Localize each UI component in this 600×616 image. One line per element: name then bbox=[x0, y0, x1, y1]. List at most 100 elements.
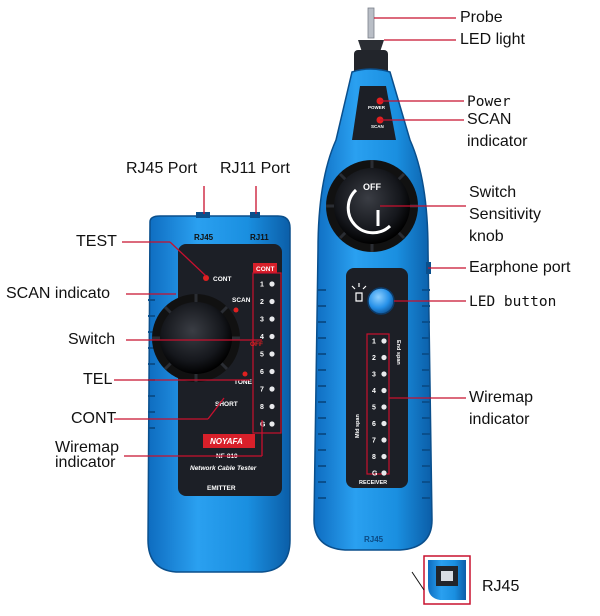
wiremap-led-label: 2 bbox=[372, 355, 376, 362]
wiremap-right-line-1: Wiremap bbox=[469, 389, 534, 406]
switch-knob-line-1: Switch bbox=[469, 184, 517, 201]
wiremap-led-label: 6 bbox=[372, 421, 376, 428]
rj11-port-callout: RJ11 Port bbox=[220, 160, 290, 177]
rj45-port-slot bbox=[196, 212, 210, 218]
wiremap-led bbox=[381, 338, 387, 344]
wiremap-led bbox=[381, 470, 387, 476]
wiremap-led-label: G bbox=[372, 471, 378, 478]
wiremap-led-label: G bbox=[260, 422, 266, 429]
wiremap-led bbox=[269, 368, 275, 375]
wiremap-left-line-1: Wiremap bbox=[55, 439, 120, 456]
wiremap-led-label: 8 bbox=[260, 404, 264, 411]
wiremap-led-label: 2 bbox=[260, 299, 264, 306]
scan-indicator-line-1: SCAN bbox=[467, 111, 512, 128]
switch-knob-callout: Switch Sensitivity knob bbox=[469, 184, 541, 246]
tel-callout: TEL bbox=[83, 371, 113, 388]
tone-status-led bbox=[242, 371, 248, 377]
probe-callout: Probe bbox=[460, 9, 503, 26]
mid-span-label: Mid span bbox=[355, 414, 361, 438]
wiremap-left-callout: Wiremap indicator bbox=[55, 439, 120, 471]
emitter-rj45-label: RJ45 bbox=[194, 233, 214, 242]
receiver-top-panel bbox=[352, 86, 396, 140]
rj11-port-slot bbox=[250, 212, 260, 218]
earphone-port-callout: Earphone port bbox=[469, 259, 571, 276]
receiver-device: POWER SCAN OFF 1 2 bbox=[313, 7, 433, 551]
led-button-callout: LED button bbox=[469, 294, 557, 310]
wiremap-led bbox=[269, 316, 275, 322]
receiver-off-label: OFF bbox=[363, 182, 381, 192]
scan-status-led bbox=[233, 307, 239, 313]
cont-callout: CONT bbox=[71, 410, 117, 427]
flashlight-icon bbox=[351, 283, 367, 302]
power-callout: Power bbox=[467, 94, 511, 110]
cont-status-label: CONT bbox=[213, 276, 231, 283]
wiremap-led-label: 5 bbox=[260, 352, 264, 359]
wiremap-led bbox=[269, 351, 275, 357]
switch-knob-line-3: knob bbox=[469, 228, 504, 245]
wiremap-led bbox=[381, 453, 387, 460]
wiremap-led bbox=[269, 333, 275, 340]
scan-status-label: SCAN bbox=[232, 297, 251, 304]
cont-button-label: CONT bbox=[256, 266, 274, 273]
wiremap-led-label: 3 bbox=[260, 317, 264, 324]
wiremap-left-line-2: indicator bbox=[55, 454, 116, 471]
cont-led bbox=[203, 275, 209, 281]
receiver-rj45-emboss: RJ45 bbox=[364, 535, 384, 544]
emitter-switch-knob[interactable] bbox=[152, 294, 240, 382]
wiremap-led bbox=[381, 354, 387, 361]
wiremap-led-label: 7 bbox=[372, 438, 376, 445]
wiremap-led-label: 7 bbox=[260, 387, 264, 394]
receiver-grip bbox=[318, 289, 430, 499]
receiver-wiremap bbox=[366, 333, 390, 475]
wiremap-led-label: 5 bbox=[372, 405, 376, 412]
end-span-label: End span bbox=[395, 340, 401, 365]
wiremap-led bbox=[269, 281, 275, 287]
leader-lines bbox=[114, 17, 466, 457]
scan-indicator-callout: SCAN indicator bbox=[467, 111, 527, 151]
led-light-callout: LED light bbox=[460, 31, 525, 48]
wiremap-led-label: 4 bbox=[372, 388, 376, 395]
brand-badge bbox=[203, 434, 255, 448]
rj45-port-callout: RJ45 Port bbox=[126, 160, 198, 177]
emitter-wiremap bbox=[252, 272, 282, 434]
receiver-role-label: RECEIVER bbox=[359, 480, 387, 486]
wiremap-led-label: 6 bbox=[260, 369, 264, 376]
wiremap-led-label: 8 bbox=[372, 454, 376, 461]
wiremap-right-line-2: indicator bbox=[469, 411, 530, 428]
wiremap-led bbox=[269, 403, 275, 410]
probe-tip bbox=[367, 7, 375, 39]
wiremap-led-label: 1 bbox=[372, 339, 376, 346]
receiver-wiremap-leds: 1 2 3 4 5 6 7 8G bbox=[372, 338, 387, 478]
wiremap-right-callout: Wiremap indicator bbox=[469, 389, 533, 429]
rj45-inset-callout: RJ45 bbox=[482, 578, 520, 595]
product-label: Network Cable Tester bbox=[190, 465, 257, 472]
tone-status-label: TONE bbox=[234, 379, 253, 386]
wiremap-led bbox=[381, 387, 387, 394]
wiremap-led-label: 3 bbox=[372, 372, 376, 379]
switch-left-callout: Switch bbox=[68, 331, 116, 348]
wiremap-led bbox=[381, 371, 387, 377]
brand-label: NOYAFA bbox=[210, 437, 243, 446]
wiremap-led bbox=[269, 421, 275, 427]
scan-indicator-line-2: indicator bbox=[467, 133, 528, 150]
receiver-power-label: POWER bbox=[368, 105, 386, 110]
scan-left-callout: SCAN indicato bbox=[6, 285, 111, 302]
wiremap-led bbox=[381, 404, 387, 410]
wiremap-led-label: 1 bbox=[260, 282, 264, 289]
wiremap-led bbox=[381, 420, 387, 427]
probe-collar bbox=[358, 40, 384, 52]
short-status-label: SHORT bbox=[215, 401, 238, 408]
wiremap-led bbox=[269, 386, 275, 392]
emitter-role-label: EMITTER bbox=[207, 485, 236, 492]
receiver-scan-label: SCAN bbox=[371, 124, 384, 129]
wiremap-led bbox=[269, 298, 275, 305]
emitter-rj11-label: RJ11 bbox=[250, 233, 269, 242]
led-button[interactable] bbox=[367, 287, 395, 315]
receiver-lower-panel bbox=[346, 268, 408, 488]
switch-knob-line-2: Sensitivity bbox=[469, 206, 542, 223]
cont-button[interactable] bbox=[253, 263, 277, 273]
